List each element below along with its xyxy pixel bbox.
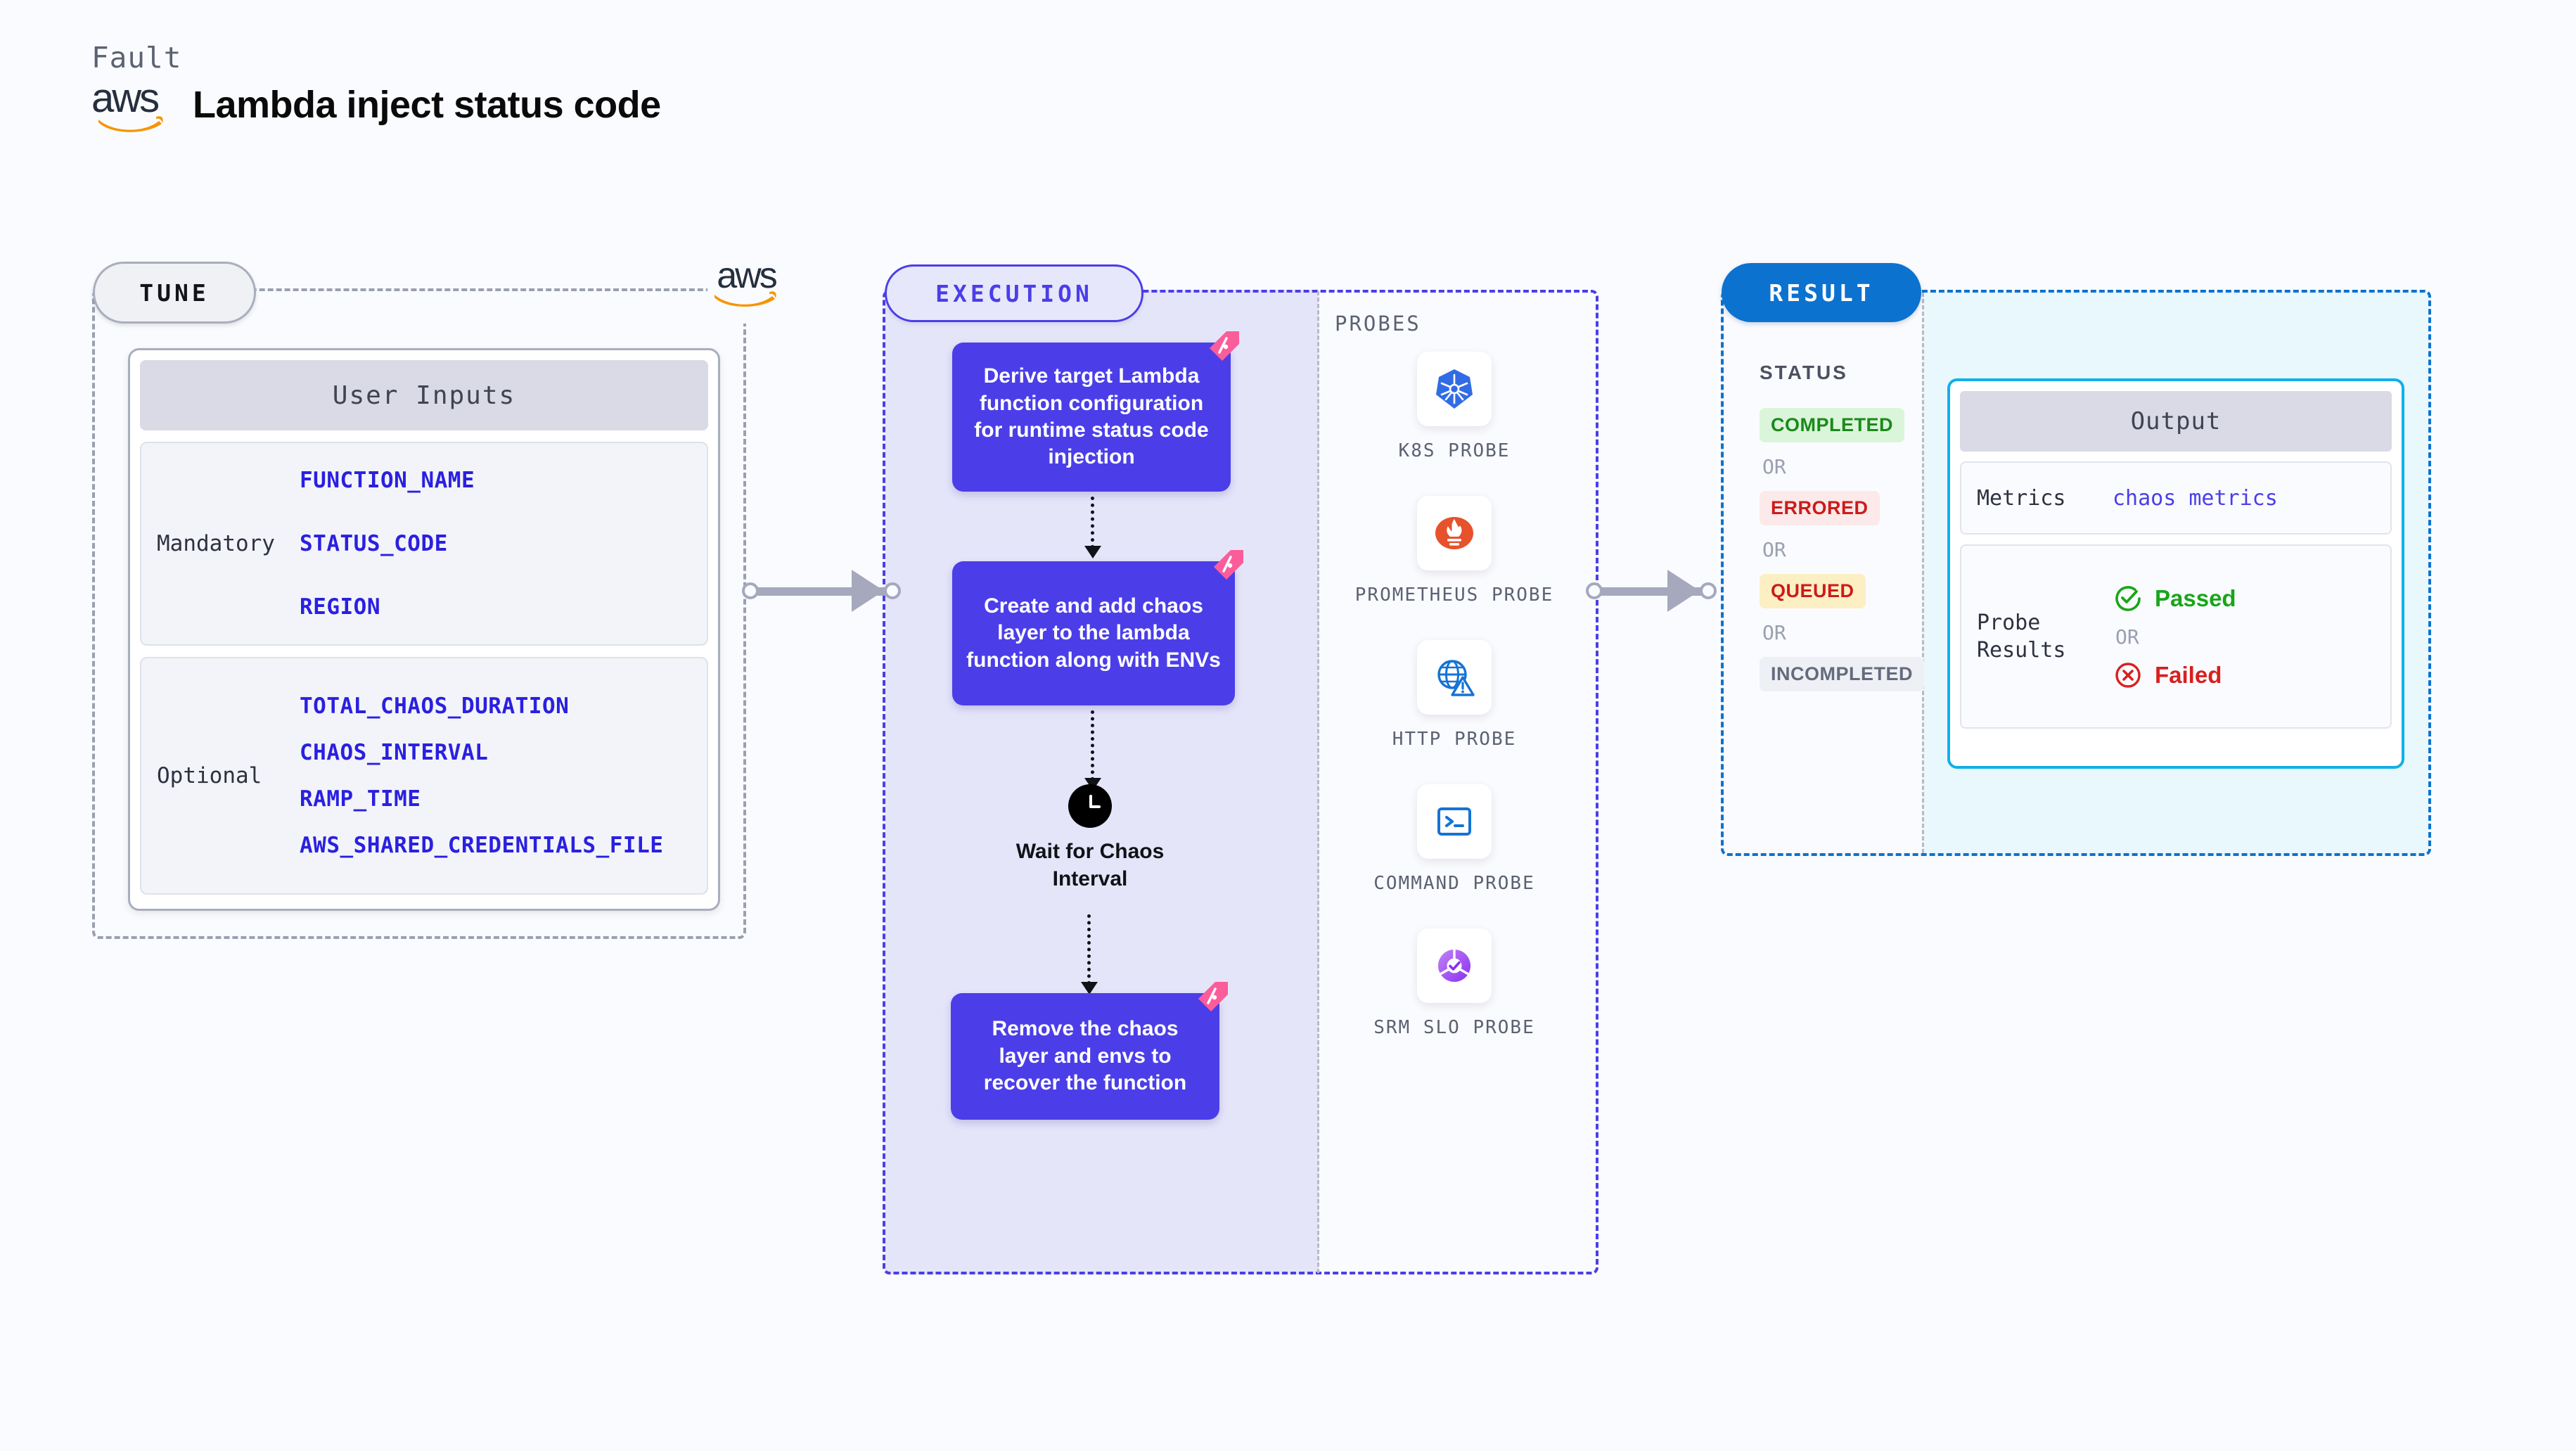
- clock-hour-hand: [1089, 805, 1101, 808]
- execution-region: [883, 290, 1598, 1274]
- x-circle-icon: [2115, 662, 2141, 688]
- probe-result-passed: Passed: [2113, 583, 2236, 614]
- probe-item-command[interactable]: COMMAND PROBE: [1335, 784, 1574, 896]
- flow-connector-line: [1091, 497, 1094, 549]
- probe-item-http[interactable]: HTTP PROBE: [1335, 640, 1574, 752]
- status-or-label: OR: [1762, 455, 1786, 478]
- tune-aws-smile-icon: [715, 291, 776, 307]
- probes-list: K8S PROBE PROMETHEUS PROBE: [1335, 352, 1574, 1073]
- execution-step-text: Create and add chaos layer to the lambda…: [966, 594, 1221, 672]
- input-variable: TOTAL_CHAOS_DURATION: [300, 693, 570, 719]
- probe-results-label: Probe Results: [1977, 611, 2066, 663]
- user-inputs-title: User Inputs: [140, 360, 708, 430]
- execution-step-text: Derive target Lambda function configurat…: [974, 364, 1209, 469]
- output-probe-results-row: Probe Results Passed OR Failed: [1960, 544, 2392, 729]
- page-title: Lambda inject status code: [193, 84, 661, 126]
- status-badge: ERRORED: [1760, 491, 1880, 525]
- probe-item-srm-slo[interactable]: SRM SLO PROBE: [1335, 928, 1574, 1040]
- probe-label: K8S PROBE: [1398, 440, 1511, 461]
- mandatory-label: Mandatory: [157, 531, 275, 556]
- output-card: Output Metrics chaos metrics Probe Resul…: [1947, 378, 2404, 769]
- metrics-value: chaos metrics: [2113, 485, 2278, 511]
- status-badge: INCOMPLETED: [1760, 657, 1925, 691]
- status-or-label: OR: [1762, 538, 1786, 561]
- tune-aws-wordmark: aws: [717, 255, 777, 296]
- connector-tune-to-execution: [742, 570, 918, 612]
- status-list: COMPLETED OR ERRORED OR QUEUED OR INCOMP…: [1760, 408, 1925, 691]
- mandatory-inputs-group: Mandatory FUNCTION_NAME STATUS_CODE REGI…: [140, 442, 708, 646]
- flow-connector-line: [1091, 710, 1094, 781]
- tune-aws-logo-icon: aws: [707, 255, 785, 324]
- wait-node-label: Wait for Chaos Interval: [1015, 840, 1165, 890]
- http-globe-icon: [1417, 640, 1492, 715]
- fault-label: Fault: [91, 41, 182, 75]
- probe-label: HTTP PROBE: [1392, 729, 1517, 750]
- output-title: Output: [1960, 391, 2392, 452]
- probe-or-label: OR: [2115, 625, 2139, 648]
- output-metrics-row: Metrics chaos metrics: [1960, 461, 2392, 535]
- input-variable: REGION: [300, 594, 380, 620]
- flow-connector-arrowhead: [1084, 546, 1101, 558]
- status-or-label: OR: [1762, 621, 1786, 644]
- result-pill[interactable]: RESULT: [1722, 263, 1921, 322]
- clock-minute-hand: [1089, 795, 1092, 807]
- probe-label: SRM SLO PROBE: [1373, 1017, 1535, 1039]
- probe-item-prometheus[interactable]: PROMETHEUS PROBE: [1335, 496, 1574, 608]
- connector-end-dot: [1700, 582, 1717, 599]
- wait-for-chaos-interval-node: Wait for Chaos Interval: [985, 784, 1196, 893]
- srm-slo-icon: [1417, 928, 1492, 1004]
- aws-smile-icon: [98, 116, 163, 132]
- check-circle-icon: [2115, 585, 2141, 611]
- connector-end-dot: [884, 582, 901, 599]
- optional-label: Optional: [157, 763, 262, 788]
- result-region: [1721, 290, 2431, 856]
- probes-title: PROBES: [1335, 312, 1421, 335]
- input-variable: AWS_SHARED_CREDENTIALS_FILE: [300, 833, 664, 858]
- execution-step-box[interactable]: Remove the chaos layer and envs to recov…: [951, 982, 1228, 1120]
- input-variable: STATUS_CODE: [300, 531, 448, 556]
- tune-region: [92, 288, 746, 939]
- execution-probes-divider: [1317, 291, 1319, 1273]
- result-status-divider: [1922, 293, 1924, 853]
- chaos-flag-icon: [1198, 982, 1228, 1011]
- execution-step-box[interactable]: Create and add chaos layer to the lambda…: [952, 550, 1243, 705]
- kubernetes-icon: [1417, 352, 1492, 426]
- probe-label: PROMETHEUS PROBE: [1354, 584, 1554, 606]
- page-header: Fault aws Lambda inject status code: [91, 41, 661, 132]
- metrics-label: Metrics: [1977, 485, 2066, 511]
- execution-pill[interactable]: EXECUTION: [885, 264, 1143, 322]
- failed-label: Failed: [2155, 661, 2222, 688]
- probe-item-k8s[interactable]: K8S PROBE: [1335, 352, 1574, 464]
- user-inputs-card: User Inputs Mandatory FUNCTION_NAME STAT…: [128, 348, 720, 911]
- connector-arrowhead: [852, 570, 884, 612]
- connector-execution-to-result: [1586, 570, 1734, 612]
- flow-connector-arrowhead: [1081, 982, 1098, 995]
- execution-step-box[interactable]: Derive target Lambda function configurat…: [952, 331, 1239, 492]
- aws-logo-icon: aws: [91, 75, 170, 132]
- aws-wordmark: aws: [91, 75, 160, 121]
- execution-step-text: Remove the chaos layer and envs to recov…: [983, 1017, 1187, 1095]
- status-title: STATUS: [1760, 362, 1848, 383]
- optional-inputs-group: Optional TOTAL_CHAOS_DURATION CHAOS_INTE…: [140, 657, 708, 895]
- status-badge: COMPLETED: [1760, 408, 1905, 442]
- probe-label: COMMAND PROBE: [1373, 873, 1535, 895]
- flow-connector-line: [1087, 914, 1091, 985]
- clock-icon: [1068, 784, 1112, 828]
- probe-result-failed: Failed: [2113, 660, 2236, 691]
- terminal-icon: [1417, 784, 1492, 859]
- chaos-flag-icon: [1210, 331, 1239, 361]
- prometheus-icon: [1417, 496, 1492, 571]
- connector-arrowhead: [1667, 570, 1700, 612]
- input-variable: RAMP_TIME: [300, 786, 421, 812]
- chaos-flag-icon: [1214, 550, 1243, 580]
- status-badge: QUEUED: [1760, 574, 1866, 608]
- passed-label: Passed: [2155, 584, 2236, 611]
- input-variable: CHAOS_INTERVAL: [300, 740, 489, 765]
- tune-pill[interactable]: TUNE: [93, 262, 256, 324]
- input-variable: FUNCTION_NAME: [300, 468, 475, 493]
